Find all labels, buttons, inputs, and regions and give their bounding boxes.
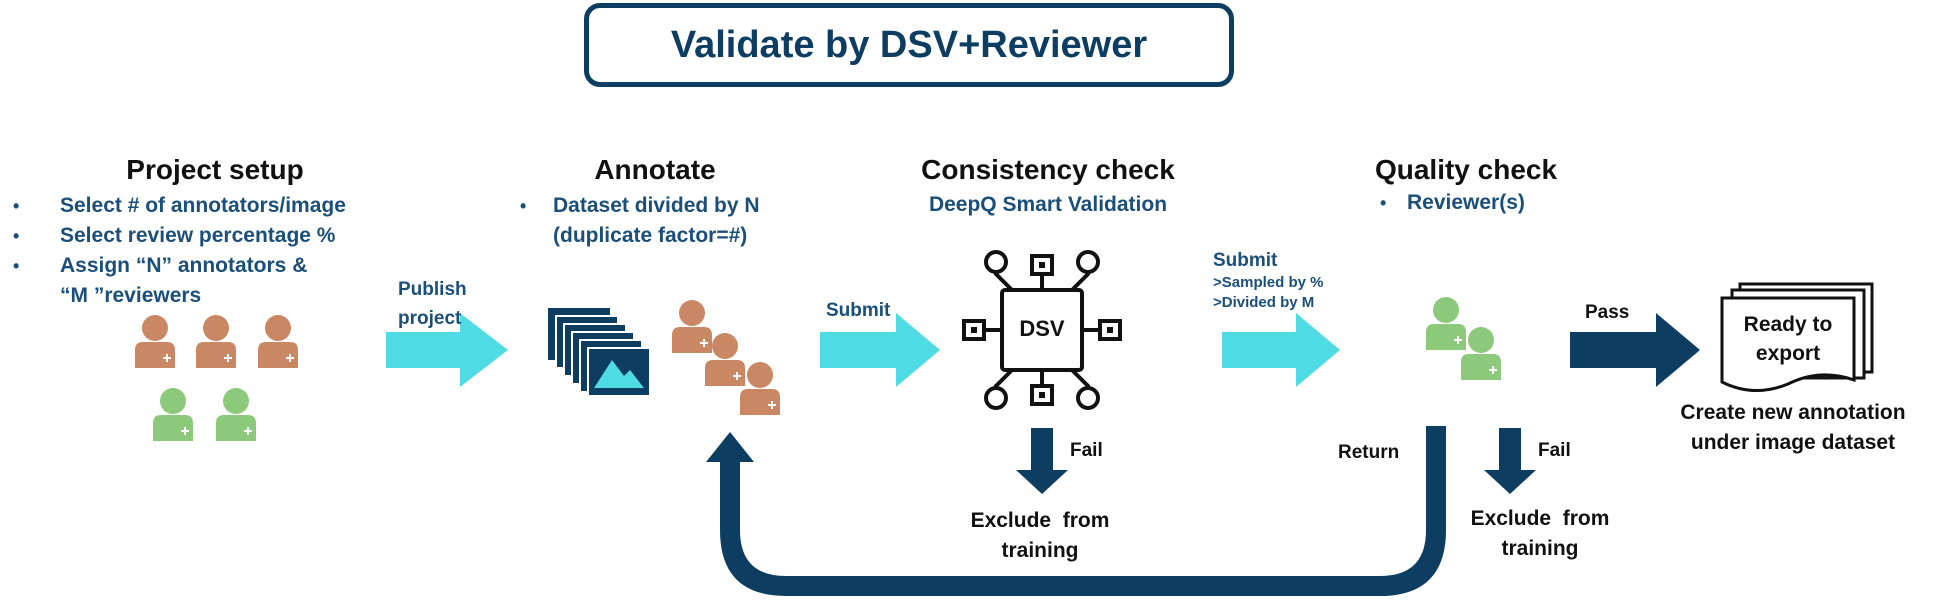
chip-icon: [962, 250, 1122, 410]
submit-label: Submit: [826, 300, 891, 321]
document-label: Ready to export: [1722, 310, 1854, 368]
person-reviewer-icon: [1425, 296, 1467, 351]
fail-label-2: Fail: [1538, 440, 1571, 461]
submit-arrow: [820, 313, 940, 387]
project-setup-list: •Select # of annotators/image •Select re…: [13, 191, 346, 311]
submit-label-2-sampled: >Sampled by %: [1213, 274, 1324, 291]
project-setup-heading: Project setup: [126, 154, 304, 185]
quality-heading: Quality check: [1374, 154, 1558, 185]
submit-label-2: Submit >Sampled by % >Divided by M: [1213, 248, 1323, 313]
export-caption-line2: under image dataset: [1690, 431, 1896, 454]
annotator-icon-group-2: [671, 299, 781, 416]
exclude-line1: Exclude from: [970, 509, 1110, 532]
submit-label-2-divided: >Divided by M: [1213, 294, 1315, 311]
pass-label: Pass: [1585, 302, 1630, 323]
document-stack-icon: [1720, 282, 1874, 393]
person-annotator-icon: [195, 314, 237, 369]
person-annotator-icon: [671, 299, 713, 354]
publish-label-line1: Publish: [398, 279, 467, 300]
return-arrow: [706, 426, 1446, 596]
exclude-label-2: Exclude from training: [1455, 504, 1625, 564]
person-reviewer-icon: [1460, 326, 1502, 381]
person-annotator-icon: [739, 361, 781, 416]
dsv-chip-label: DSV: [1019, 316, 1065, 341]
exclude-line1: Exclude from: [1470, 507, 1610, 530]
consistency-subheading: DeepQ Smart Validation: [928, 193, 1168, 216]
person-reviewer-icon: [152, 387, 194, 442]
exclude-line2: training: [1001, 539, 1079, 562]
reviewer-icon-group: [152, 387, 257, 442]
consistency-heading: Consistency check: [921, 154, 1175, 185]
project-setup-bullet: •Select review percentage %: [13, 224, 336, 247]
page-title: Validate by DSV+Reviewer: [670, 23, 1148, 66]
person-annotator-icon: [257, 314, 299, 369]
document-label-line2: export: [1755, 342, 1821, 365]
pass-arrow: [1570, 313, 1700, 387]
exclude-line2: training: [1501, 537, 1579, 560]
publish-arrow: [386, 313, 508, 387]
fail-arrow-2: [1484, 428, 1536, 494]
fail-label: Fail: [1070, 440, 1103, 461]
annotate-bullet: •Dataset divided by N (duplicate factor=…: [520, 194, 760, 247]
export-caption-line1: Create new annotation: [1680, 401, 1906, 424]
exclude-label: Exclude from training: [955, 506, 1125, 566]
return-label: Return: [1338, 442, 1400, 463]
title-box: Validate by DSV+Reviewer: [584, 3, 1234, 87]
image-stack-icon: [548, 308, 651, 397]
annotate-heading: Annotate: [594, 154, 716, 185]
export-caption: Create new annotation under image datase…: [1668, 398, 1918, 458]
submit-label-2-main: Submit: [1213, 250, 1278, 271]
project-setup-bullet: •Select # of annotators/image: [13, 194, 346, 217]
document-label-line1: Ready to: [1743, 313, 1833, 336]
person-reviewer-icon: [215, 387, 257, 442]
quality-bullet: •Reviewer(s): [1380, 191, 1525, 214]
annotator-icon-group: [134, 314, 299, 369]
person-annotator-icon: [134, 314, 176, 369]
publish-label-line2: project: [398, 308, 462, 329]
submit-arrow-2: [1222, 313, 1340, 387]
project-setup-bullet-cont: “M ”reviewers: [60, 284, 202, 307]
reviewer-icon-group-2: [1425, 296, 1502, 381]
project-setup-bullet: •Assign “N” annotators &: [13, 254, 308, 277]
publish-label: Publish project: [398, 275, 467, 333]
fail-arrow: [1016, 428, 1068, 494]
